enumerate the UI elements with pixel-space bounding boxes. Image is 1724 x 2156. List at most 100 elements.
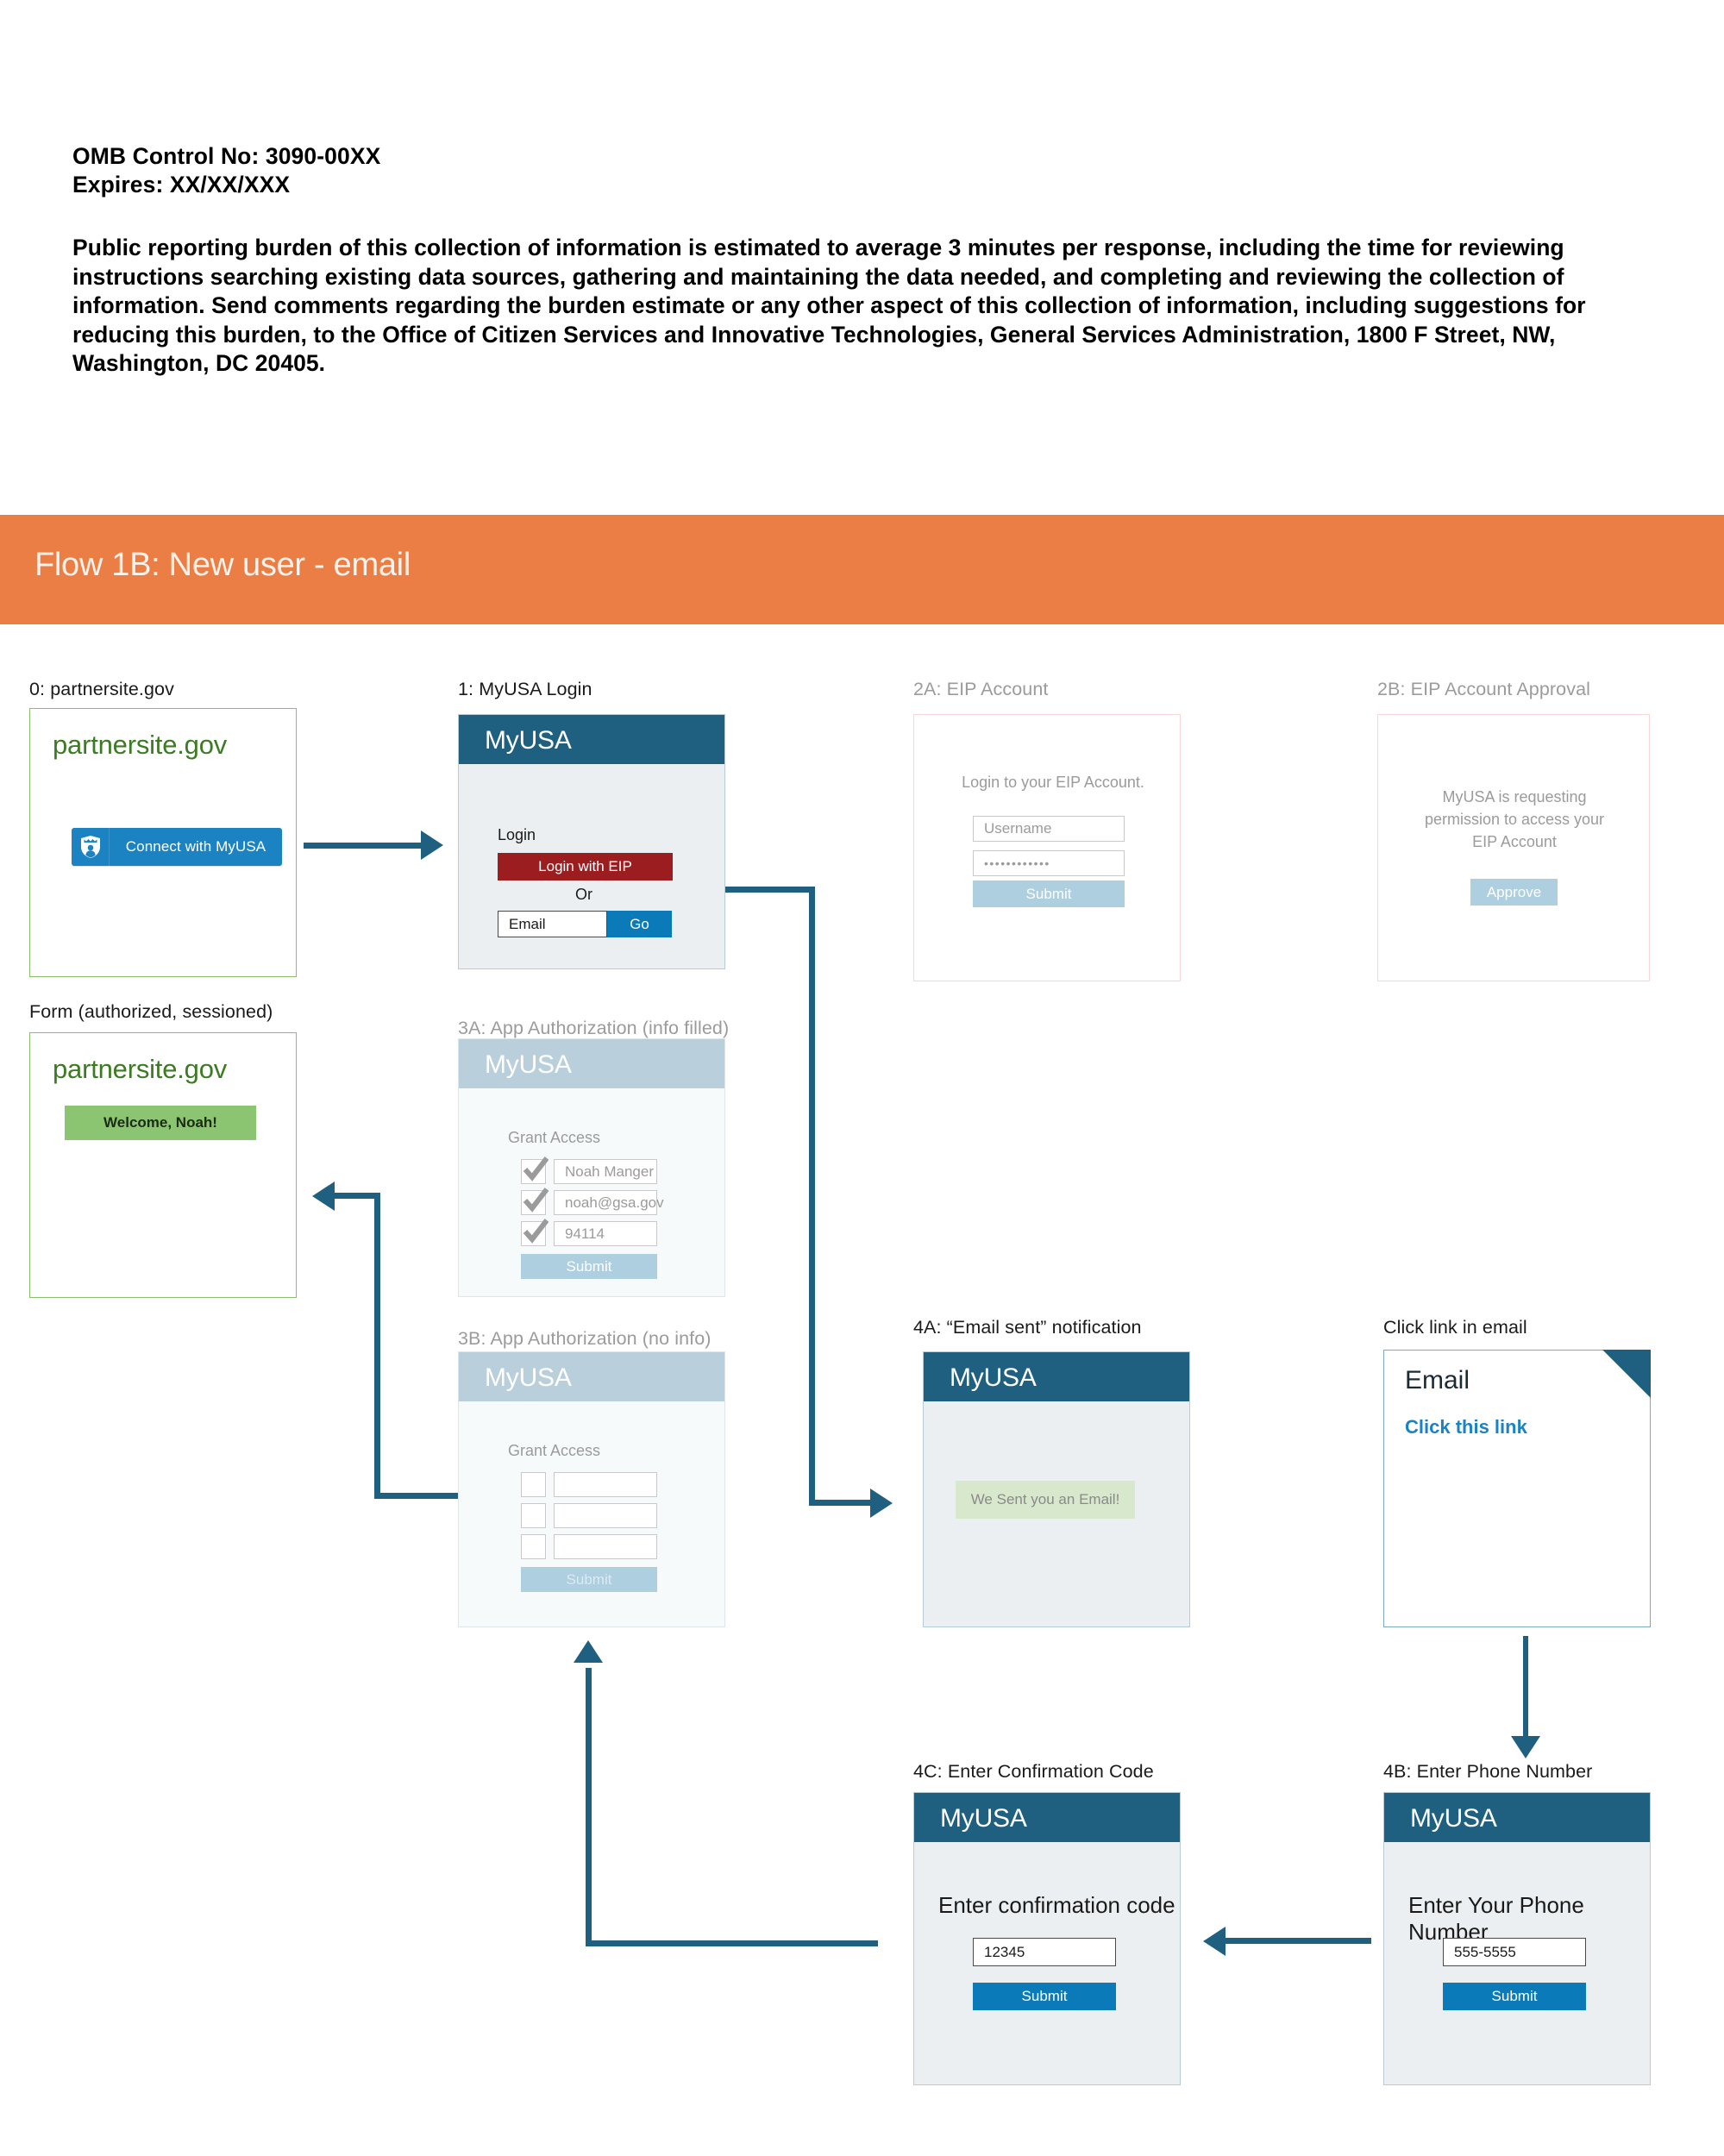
connector-code-to-auth-h: [586, 1940, 878, 1946]
connector-login-to-emailsent-v: [809, 887, 815, 1506]
myusa-header-bar-auth-filled: MyUSA: [459, 1039, 724, 1088]
grant-field-empty-3[interactable]: [554, 1534, 657, 1559]
flow-banner: Flow 1B: New user - email: [0, 515, 1724, 624]
phone-number-submit-button[interactable]: Submit: [1443, 1983, 1586, 2010]
arrowhead-email-to-phone: [1511, 1736, 1540, 1758]
connector-phone-to-code: [1226, 1938, 1371, 1944]
grant-field-name[interactable]: Noah Manger: [554, 1159, 657, 1184]
go-button[interactable]: Go: [607, 911, 672, 937]
login-label: Login: [498, 826, 536, 843]
confirmation-code-submit-button[interactable]: Submit: [973, 1983, 1116, 2010]
screen-eip-account: Login to your EIP Account. Username ••••…: [913, 714, 1181, 981]
arrowhead-phone-to-code: [1203, 1927, 1226, 1956]
eip-approve-button[interactable]: Approve: [1470, 879, 1558, 906]
connector-auth-to-form-h1: [374, 1493, 461, 1499]
enter-code-prompt: Enter confirmation code: [938, 1892, 1175, 1918]
connector-email-to-phone-v: [1523, 1636, 1528, 1744]
screen-app-auth-empty: MyUSA Grant Access Submit: [458, 1351, 725, 1627]
welcome-message: Welcome, Noah!: [65, 1106, 256, 1140]
flow-title: Flow 1B: New user - email: [34, 547, 411, 583]
enter-phone-prompt: Enter Your Phone Number: [1408, 1892, 1584, 1945]
eip-username-input[interactable]: Username: [973, 816, 1125, 842]
caption-app-auth-filled: 3A: App Authorization (info filled): [458, 1018, 730, 1038]
phone-number-input[interactable]: 555-5555: [1443, 1938, 1586, 1966]
grant-access-label-filled: Grant Access: [508, 1129, 601, 1146]
connector-code-to-auth-v: [586, 1668, 592, 1946]
connector-login-to-emailsent-h2: [809, 1500, 875, 1506]
myusa-wordmark-email-sent: MyUSA: [950, 1363, 1037, 1392]
app-auth-filled-body: Grant Access Noah Manger noah@gsa.gov 94…: [459, 1088, 724, 1296]
screen-email-client: Email Click this link: [1383, 1350, 1651, 1627]
myusa-wordmark-enter-phone: MyUSA: [1410, 1804, 1497, 1833]
grant-field-empty-1[interactable]: [554, 1472, 657, 1497]
myusa-header-bar-enter-code: MyUSA: [914, 1793, 1180, 1842]
grant-checkbox-zip[interactable]: [521, 1219, 549, 1246]
myusa-wordmark: MyUSA: [485, 726, 572, 755]
grant-checkbox-empty-1[interactable]: [521, 1472, 546, 1497]
arrowhead-auth-to-form: [312, 1181, 335, 1211]
caption-eip-approval: 2B: EIP Account Approval: [1377, 679, 1591, 699]
connector-auth-to-form-h2: [335, 1193, 380, 1199]
check-icon: [523, 1188, 549, 1213]
grant-field-empty-2[interactable]: [554, 1503, 657, 1528]
caption-email-client: Click link in email: [1383, 1317, 1527, 1338]
login-with-eip-button[interactable]: Login with EIP: [498, 853, 673, 881]
caption-enter-code: 4C: Enter Confirmation Code: [913, 1761, 1154, 1782]
myusa-wordmark-enter-code: MyUSA: [940, 1804, 1027, 1833]
grant-field-zip[interactable]: 94114: [554, 1221, 657, 1246]
partnersite-wordmark: partnersite.gov: [53, 730, 228, 760]
arrowhead-login-to-emailsent: [870, 1489, 893, 1518]
email-confirmation-link[interactable]: Click this link: [1405, 1416, 1527, 1438]
enter-code-body: Enter confirmation code 12345 Submit: [914, 1842, 1180, 2084]
app-auth-submit-button-filled[interactable]: Submit: [521, 1254, 657, 1279]
grant-checkbox-empty-2[interactable]: [521, 1503, 546, 1528]
omb-control-number: OMB Control No: 3090-00XX: [72, 143, 381, 169]
email-sent-body: We Sent you an Email!: [924, 1401, 1189, 1626]
omb-expires: Expires: XX/XX/XXX: [72, 172, 291, 197]
grant-checkbox-name[interactable]: [521, 1156, 549, 1184]
eip-submit-button[interactable]: Submit: [973, 881, 1125, 907]
caption-myusa-login: 1: MyUSA Login: [458, 679, 592, 699]
connector-login-to-emailsent-h1: [725, 887, 815, 893]
omb-burden-statement: Public reporting burden of this collecti…: [72, 235, 1586, 376]
eip-password-input[interactable]: ••••••••••••: [973, 850, 1125, 876]
screen-myusa-login: MyUSA Login Login with EIP Or Email Go: [458, 714, 725, 969]
check-icon: [523, 1219, 549, 1244]
shield-icon: [72, 828, 110, 866]
myusa-header-bar-email-sent: MyUSA: [924, 1352, 1189, 1401]
app-auth-empty-body: Grant Access Submit: [459, 1401, 724, 1626]
grant-checkbox-email[interactable]: [521, 1188, 549, 1215]
screen-partnersite-form: partnersite.gov Welcome, Noah!: [29, 1032, 297, 1298]
arrowhead-start-to-login: [421, 830, 443, 860]
myusa-header-bar-enter-phone: MyUSA: [1384, 1793, 1650, 1842]
screen-app-auth-filled: MyUSA Grant Access Noah Manger noah@gsa.…: [458, 1038, 725, 1297]
partnersite-form-wordmark: partnersite.gov: [53, 1054, 228, 1084]
screen-enter-code: MyUSA Enter confirmation code 12345 Subm…: [913, 1792, 1181, 2085]
connect-with-myusa-button[interactable]: Connect with MyUSA: [72, 828, 282, 866]
caption-partnersite-form: Form (authorized, sessioned): [29, 1001, 273, 1022]
myusa-wordmark-auth-filled: MyUSA: [485, 1050, 572, 1079]
email-sent-notice: We Sent you an Email!: [956, 1481, 1135, 1519]
connector-start-to-login: [304, 843, 423, 849]
app-auth-submit-button-empty[interactable]: Submit: [521, 1567, 657, 1592]
check-icon: [523, 1156, 549, 1181]
caption-eip-account: 2A: EIP Account: [913, 679, 1049, 699]
screen-partnersite-start: partnersite.gov Connect with MyUSA: [29, 708, 297, 977]
connect-button-label: Connect with MyUSA: [125, 838, 266, 855]
grant-field-email[interactable]: noah@gsa.gov: [554, 1190, 664, 1215]
email-input[interactable]: Email: [498, 911, 607, 937]
screen-email-sent: MyUSA We Sent you an Email!: [923, 1351, 1190, 1627]
screen-enter-phone: MyUSA Enter Your Phone Number 555-5555 S…: [1383, 1792, 1651, 2085]
connector-auth-to-form-v: [374, 1193, 380, 1499]
enter-phone-body: Enter Your Phone Number 555-5555 Submit: [1384, 1842, 1650, 2084]
caption-partnersite-start: 0: partnersite.gov: [29, 679, 174, 699]
caption-email-sent: 4A: “Email sent” notification: [913, 1317, 1142, 1338]
eip-approval-prompt: MyUSA is requesting permission to access…: [1424, 788, 1605, 850]
eip-login-prompt: Login to your EIP Account.: [962, 774, 1144, 791]
myusa-login-body: Login Login with EIP Or Email Go: [459, 764, 724, 968]
confirmation-code-input[interactable]: 12345: [973, 1938, 1116, 1966]
grant-access-label-empty: Grant Access: [508, 1442, 601, 1459]
folded-corner-icon: [1602, 1350, 1651, 1398]
grant-checkbox-empty-3[interactable]: [521, 1534, 546, 1559]
